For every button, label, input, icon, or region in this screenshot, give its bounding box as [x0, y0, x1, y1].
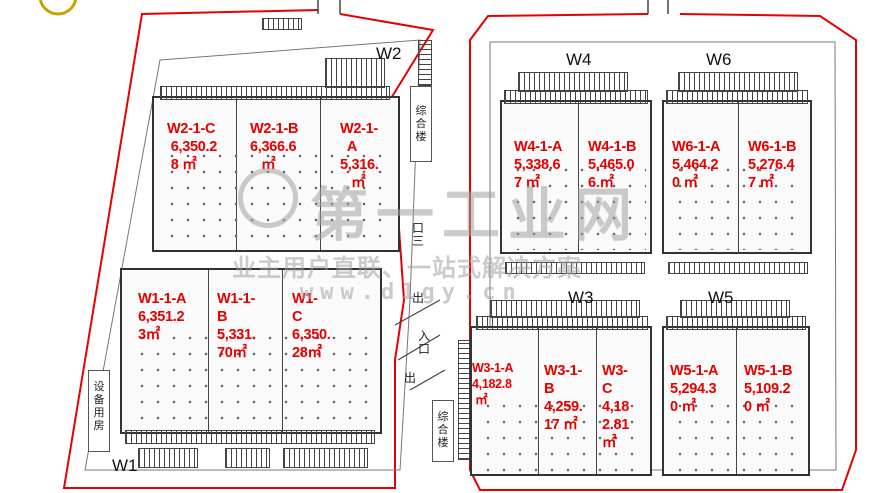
gate-label-exit: 出 — [412, 291, 425, 305]
entry-arrow-3 — [409, 369, 446, 391]
building-w5 — [662, 326, 810, 476]
entry-arrow-2 — [397, 334, 441, 361]
unit-w1-1-a: W1-1-A 6,351.2 3㎡ — [138, 291, 187, 343]
w3-loading-docks — [476, 316, 648, 330]
w5-loading-docks — [666, 316, 806, 330]
complex-building-w3-label: 综合楼 — [437, 410, 449, 449]
watermark-url: www.d1gy.cn — [300, 280, 523, 305]
building-w6 — [662, 100, 812, 254]
gate-label-entry: 入口 — [418, 329, 431, 356]
unit-w4-1-b: W4-1-B 5,465.0 6 ㎡ — [588, 139, 637, 191]
unit-w3-1-a: W3-1-A 4,182.8 ㎡ — [472, 361, 514, 407]
unit-w4-1-a: W4-1-A 5,338.6 7 ㎡ — [514, 139, 563, 191]
w4-dock-stub — [518, 72, 628, 92]
unit-w3-1-c: W3- C 4,18 2.81 ㎡ — [602, 363, 630, 451]
w3-side-strip — [458, 340, 470, 460]
equipment-room-label: 设备用房 — [93, 380, 105, 432]
w4-columns — [510, 162, 646, 250]
watermark-logo-circle — [238, 168, 298, 228]
block-label-w3: W3 — [568, 288, 594, 307]
w5-dock-stub — [680, 300, 790, 318]
unit-w2-1-c: W2-1-C 6,350.2 8 ㎡ — [167, 121, 218, 173]
entry-arrow-1 — [394, 299, 441, 326]
unit-w3-1-b: W3-1- B 4,259. 17 ㎡ — [544, 363, 583, 433]
block-label-w2: W2 — [376, 44, 402, 63]
block-label-w4: W4 — [566, 50, 592, 69]
w6-dock-stub — [678, 72, 798, 92]
w1-dock-row-1 — [138, 448, 198, 468]
unit-w2-1-b: W2-1-B 6,366.6 ㎡ — [250, 121, 299, 173]
equipment-room — [88, 370, 110, 452]
complex-building-w3 — [432, 400, 454, 462]
right-lot-boundary — [469, 13, 857, 491]
block-label-w1: W1 — [112, 456, 138, 475]
block-label-w5: W5 — [708, 288, 734, 307]
building-w1 — [120, 268, 382, 434]
unit-w5-1-a: W5-1-A 5,294.3 0 ㎡ — [670, 363, 719, 415]
w1-columns — [134, 330, 372, 420]
w2-top-strip — [262, 18, 302, 30]
w1-dock-row-3 — [283, 448, 368, 468]
w5-columns — [672, 398, 804, 472]
w2-loading-docks — [160, 86, 390, 100]
w6-loading-docks — [666, 90, 808, 104]
block-label-w6: W6 — [706, 50, 732, 69]
unit-w5-1-b: W5-1-B 5,109.2 0 ㎡ — [744, 363, 793, 415]
w6-columns — [672, 162, 806, 250]
complex-building-w2-label: 综合楼 — [415, 104, 427, 143]
w4-loading-docks — [504, 90, 648, 104]
building-w4 — [500, 100, 652, 254]
w3-columns — [480, 398, 646, 472]
w6-bottom-docks — [668, 262, 808, 274]
unit-w6-1-b: W6-1-B 5,276.4 7 ㎡ — [748, 139, 797, 191]
w2-dock-stub — [325, 58, 385, 88]
gate-label-three: 口三 — [412, 221, 425, 248]
complex-building-w2 — [410, 86, 432, 162]
watermark-slogan: 业主用户直联、一站式解决方案 — [232, 254, 582, 282]
unit-w1-1-b: W1-1- B 5,331. 70㎡ — [217, 291, 256, 361]
w1-loading-docks — [125, 430, 375, 444]
unit-w2-1-a: W2-1- A 5,316. ㎡ — [340, 121, 379, 191]
watermark-brand: 第一工业网 — [310, 181, 641, 249]
w3-dock-stub — [490, 300, 640, 318]
unit-w6-1-a: W6-1-A 5,464.2 0 ㎡ — [672, 139, 721, 191]
w4-bottom-docks — [505, 262, 645, 274]
w2-side-strip — [418, 40, 432, 86]
gate-label-out: 出 — [404, 371, 417, 385]
unit-w1-1-c: W1- C 6,350. 28㎡ — [292, 291, 331, 361]
logo-fragment — [38, 0, 78, 16]
w1-dock-row-2 — [225, 448, 270, 468]
building-w3 — [470, 326, 652, 476]
